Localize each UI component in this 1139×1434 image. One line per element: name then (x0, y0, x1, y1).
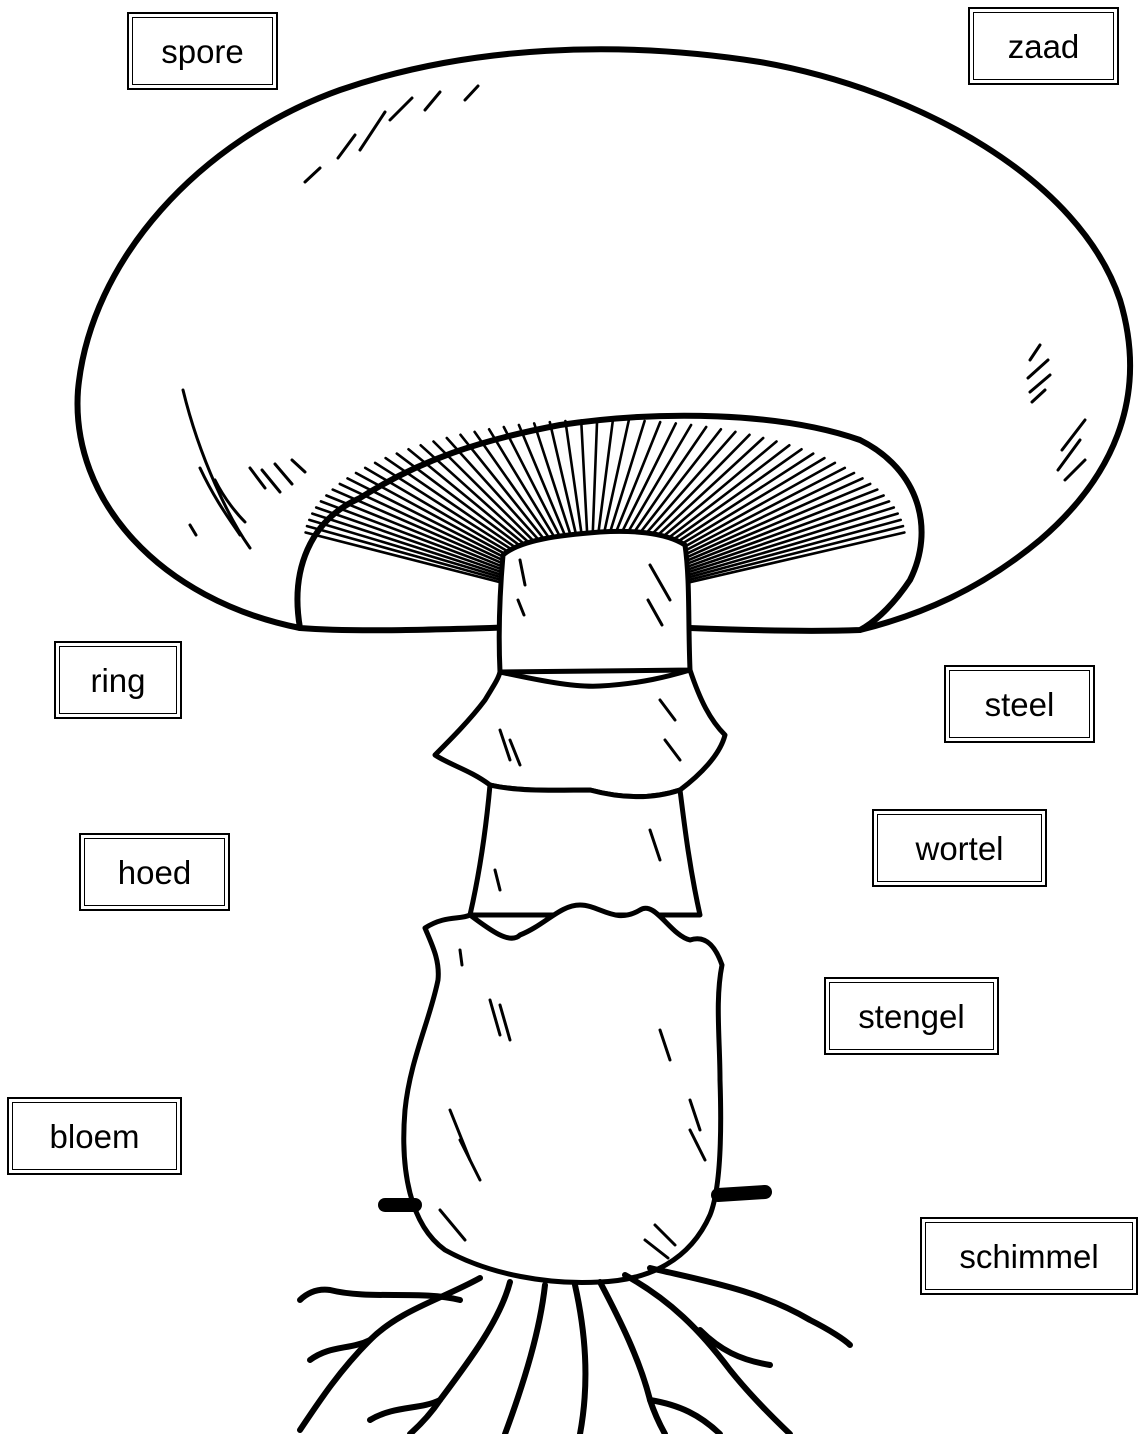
label-wortel-text: wortel (877, 814, 1042, 882)
gill-line (622, 425, 691, 542)
label-zaad: zaad (968, 7, 1119, 85)
label-wortel: wortel (872, 809, 1047, 887)
gill-line (581, 420, 587, 540)
cap-shading-left (183, 390, 305, 548)
label-zaad-text: zaad (973, 12, 1114, 80)
label-hoed-text: hoed (84, 838, 225, 906)
gill-line (593, 420, 598, 540)
label-steel: steel (944, 665, 1095, 743)
label-schimmel-text: schimmel (925, 1222, 1133, 1290)
gill-line (653, 445, 789, 549)
mushroom-ring (435, 670, 725, 797)
cap-shading-top (305, 86, 478, 182)
label-stengel-text: stengel (829, 982, 994, 1050)
gill-line (489, 429, 558, 543)
label-steel-text: steel (949, 670, 1090, 738)
stem-upper (499, 531, 690, 672)
label-schimmel: schimmel (920, 1217, 1138, 1295)
label-bloem-text: bloem (12, 1102, 177, 1170)
gill-line (434, 442, 541, 549)
label-hoed: hoed (79, 833, 230, 911)
label-spore: spore (127, 12, 278, 90)
label-spore-text: spore (132, 17, 273, 85)
ground-right (718, 1192, 765, 1195)
label-stengel: stengel (824, 977, 999, 1055)
mushroom-roots (300, 1268, 850, 1434)
label-bloem: bloem (7, 1097, 182, 1175)
gill-line (613, 422, 661, 541)
stem-middle (470, 785, 700, 915)
cap-shading-right (1028, 345, 1085, 480)
label-ring-text: ring (59, 646, 177, 714)
label-ring: ring (54, 641, 182, 719)
